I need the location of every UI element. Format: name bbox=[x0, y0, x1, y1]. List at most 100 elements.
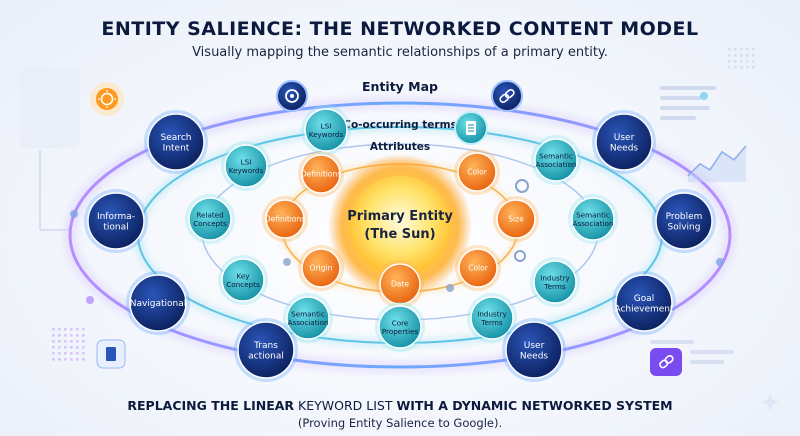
co-occurring-node-2-label: Semantic bbox=[539, 151, 573, 160]
rightDots-dot bbox=[752, 60, 755, 63]
co-occurring-node-0-label: LSI bbox=[321, 121, 332, 130]
co-occurring-node-3-disc bbox=[188, 197, 232, 241]
co-occurring-node-7-label: Association bbox=[288, 318, 329, 327]
attribute-node-6: Date bbox=[376, 260, 424, 308]
rightDots-dot bbox=[740, 66, 743, 69]
co-occurring-node-3-label: Related bbox=[196, 210, 223, 219]
right-decoration bbox=[650, 86, 734, 364]
rightDots-dot bbox=[746, 48, 749, 51]
co-occurring-node-1-label: Keywords bbox=[229, 166, 264, 175]
rightDots-dot bbox=[734, 54, 737, 57]
co-occurring-nodes: LSIKeywordsLSIKeywordsSemanticAssociatio… bbox=[185, 105, 618, 352]
line-chart-icon bbox=[687, 145, 747, 182]
leftDots-dot bbox=[52, 340, 55, 343]
co-occurring-node-2-disc bbox=[534, 138, 578, 182]
leftDots-dot bbox=[76, 346, 79, 349]
leftDots-dot bbox=[76, 328, 79, 331]
entity-map-node-3-disc bbox=[655, 192, 713, 250]
accent-dot bbox=[283, 258, 291, 266]
entity-map-node-5-label: Goal bbox=[634, 294, 655, 304]
attribute-node-3-disc bbox=[496, 199, 536, 239]
entity-map-node-7-label: Needs bbox=[520, 352, 549, 362]
leftDots-dot bbox=[58, 340, 61, 343]
leftDots-dot bbox=[70, 352, 73, 355]
co-occurring-node-9-label: Terms bbox=[480, 318, 502, 327]
ring-accent-dots bbox=[70, 92, 724, 304]
footer-subline: (Proving Entity Salience to Google). bbox=[297, 416, 503, 430]
attribute-node-2-label: Definitions bbox=[265, 215, 305, 224]
attribute-node-4-disc bbox=[301, 248, 341, 288]
leftDots-dot bbox=[82, 328, 85, 331]
footer-headline-part3: WITH A DYNAMIC NETWORKED SYSTEM bbox=[396, 398, 673, 413]
leftDots-dot bbox=[52, 358, 55, 361]
leftDots-dot bbox=[76, 358, 79, 361]
accent-dot bbox=[446, 284, 454, 292]
rightDots-dot bbox=[734, 66, 737, 69]
co-occurring-node-0-label: Keywords bbox=[309, 130, 344, 139]
rightDots-dot bbox=[740, 60, 743, 63]
attribute-node-3-label: Size bbox=[508, 215, 524, 224]
rightDots-dot bbox=[728, 54, 731, 57]
leftDots-dot bbox=[82, 346, 85, 349]
entity-map-node-5-disc bbox=[615, 274, 673, 332]
co-occurring-node-6-disc bbox=[533, 260, 577, 304]
attribute-node-0-label: Definitions bbox=[301, 170, 341, 179]
leftDots-dot bbox=[64, 334, 67, 337]
entity-map-node-0-label: Intent bbox=[163, 144, 190, 154]
leftDots-dot bbox=[52, 328, 55, 331]
co-occurring-node-8-label: Core bbox=[392, 318, 409, 327]
entity-map-node-3-label: Problem bbox=[666, 212, 703, 222]
rightDots-dot bbox=[728, 66, 731, 69]
entity-map-node-1-label: Needs bbox=[610, 144, 639, 154]
entity-map-node-2-label: Informa- bbox=[97, 212, 135, 222]
co-occurring-node-8-disc bbox=[378, 305, 422, 349]
leftDots-dot bbox=[64, 352, 67, 355]
left-dot-grid bbox=[52, 328, 85, 361]
leftDots-dot bbox=[58, 352, 61, 355]
rightDots-dot bbox=[746, 60, 749, 63]
attribute-node-6-disc bbox=[379, 263, 421, 305]
attribute-node-1-disc bbox=[457, 152, 497, 192]
rightDots-dot bbox=[728, 48, 731, 51]
entity-map-node-2-disc bbox=[87, 192, 145, 250]
entity-map-node-4-disc bbox=[129, 274, 187, 332]
entity-map-node-6-label: actional bbox=[248, 352, 284, 362]
gear-small-icon-2 bbox=[514, 250, 526, 262]
leftDots-dot bbox=[76, 352, 79, 355]
leftDots-dot bbox=[70, 358, 73, 361]
co-occurring-node-1-label: LSI bbox=[241, 157, 252, 166]
document-icon bbox=[454, 111, 488, 145]
leftDots-dot bbox=[82, 352, 85, 355]
entity-map-node-1-label: User bbox=[614, 133, 635, 143]
leftDots-dot bbox=[82, 358, 85, 361]
co-occurring-node-4-label: Association bbox=[573, 219, 614, 228]
accent-dot bbox=[716, 258, 724, 266]
entity-map-node-7-disc bbox=[505, 321, 563, 379]
leftDots-dot bbox=[82, 340, 85, 343]
leftDots-dot bbox=[64, 328, 67, 331]
attribute-node-0: Definitions bbox=[298, 151, 344, 197]
leftDots-dot bbox=[70, 340, 73, 343]
footer-headline: REPLACING THE LINEAR KEYWORD LIST WITH A… bbox=[0, 398, 800, 413]
attribute-node-1-label: Color bbox=[467, 168, 487, 177]
co-occurring-node-4-label: Semantic bbox=[576, 210, 610, 219]
entity-map-node-4-label: Navigational bbox=[130, 299, 187, 309]
co-occurring-node-6-label: Terms bbox=[543, 282, 565, 291]
attribute-node-3: Size bbox=[493, 196, 539, 242]
rightDots-dot bbox=[740, 54, 743, 57]
co-occurring-node-4-disc bbox=[571, 197, 615, 241]
co-occurring-node-9-disc bbox=[470, 296, 514, 340]
leftDots-dot bbox=[70, 334, 73, 337]
rightDots-dot bbox=[746, 66, 749, 69]
co-occurring-node-1-disc bbox=[224, 144, 268, 188]
page-title: ENTITY SALIENCE: THE NETWORKED CONTENT M… bbox=[101, 18, 699, 40]
